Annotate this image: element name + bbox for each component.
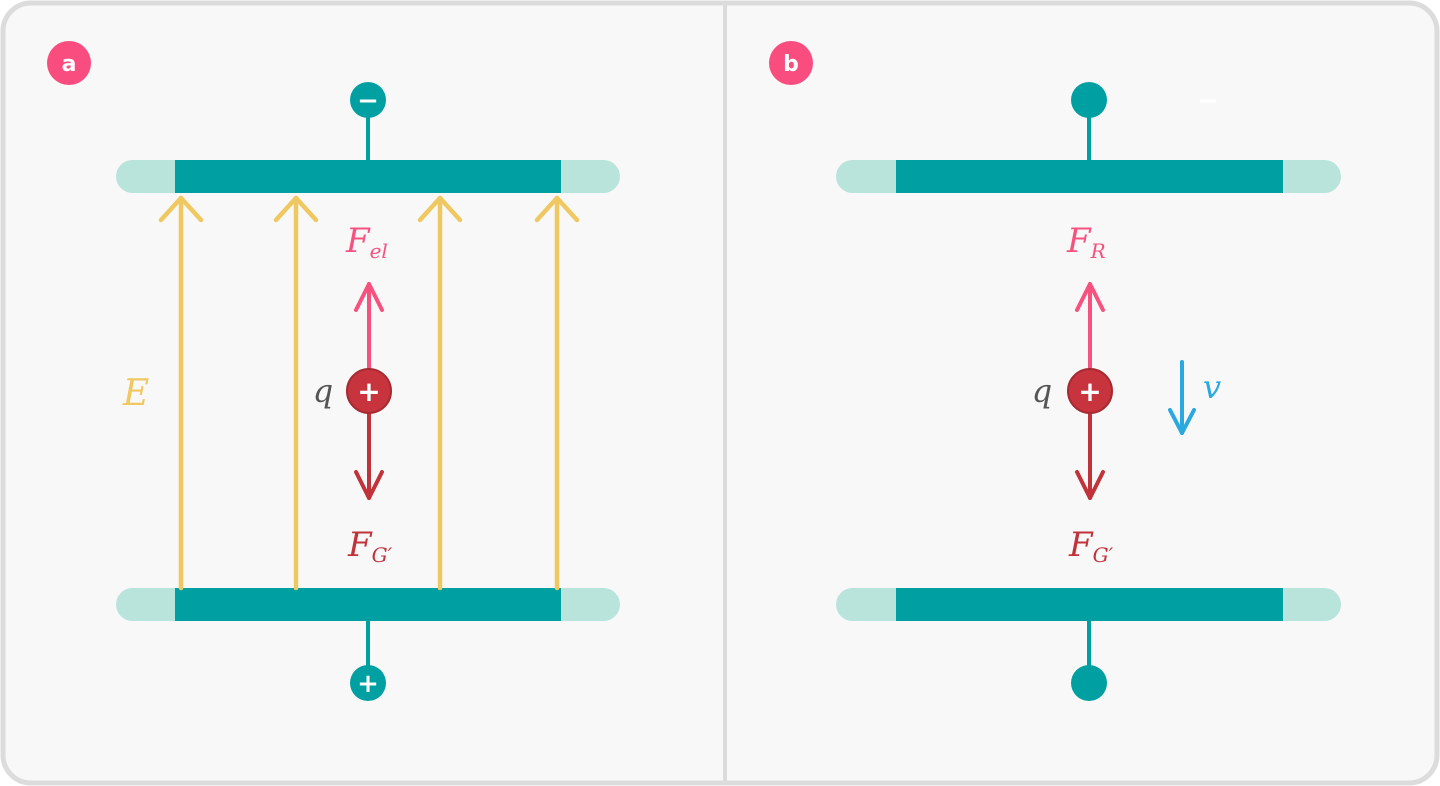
field-arrow [158, 195, 204, 591]
panel-a-top-plate [116, 160, 620, 193]
panel-b-gravity-force-subscript: G′ [1093, 543, 1114, 567]
panel-a-bottom-plate [116, 588, 620, 621]
panel-b-top-terminal-mark: − [1197, 86, 1219, 116]
field-arrow [534, 195, 580, 591]
panel-a-field-label: E [122, 373, 149, 414]
panel-a-charge: + [346, 368, 392, 414]
panel-b-bottom-terminal [1071, 621, 1107, 701]
panel-a-electric-force-label: Fel [345, 221, 388, 263]
panel-a-field-lines [158, 195, 580, 591]
panel-a-gravity-force-label: FG′ [347, 525, 393, 567]
panel-b-badge: b [769, 41, 813, 85]
panel-a-bottom-terminal: + [350, 621, 386, 701]
panel-a: a − + [47, 41, 620, 701]
panel-a-badge-label: a [62, 52, 77, 77]
panel-a-charge-sign: + [357, 375, 380, 408]
panel-a-gravity-force-subscript: G′ [372, 543, 393, 567]
panel-b-charge-sign: + [1078, 375, 1101, 408]
panel-a-top-terminal-sign: − [357, 86, 379, 116]
panel-b-charge: + [1067, 368, 1113, 414]
panel-b-gravity-force-arrow [1075, 410, 1105, 500]
panel-b-badge-label: b [783, 52, 799, 77]
panel-a-electric-force-symbol: F [345, 221, 371, 261]
panel-b: b − FR FG′ [769, 41, 1341, 701]
panel-a-gravity-force-arrow [354, 410, 384, 500]
panel-a-badge: a [47, 41, 91, 85]
panel-b-charge-label: q [1032, 372, 1052, 410]
panel-a-electric-force-arrow [354, 282, 384, 372]
field-arrow [417, 195, 463, 591]
panel-a-bottom-terminal-sign: + [357, 669, 379, 699]
panel-b-resultant-force-label: FR [1066, 221, 1106, 263]
panel-a-gravity-force-symbol: F [347, 525, 373, 565]
panel-b-gravity-force-label: FG′ [1068, 525, 1114, 567]
panel-b-gravity-force-symbol: F [1068, 525, 1094, 565]
panel-a-top-terminal: − [350, 82, 386, 160]
panel-b-velocity-label: v [1203, 368, 1221, 406]
panel-b-velocity-arrow [1168, 360, 1196, 435]
field-arrow [273, 195, 319, 591]
panel-a-electric-force-subscript: el [370, 239, 388, 263]
panel-b-top-terminal [1071, 82, 1107, 160]
panel-b-bottom-plate [836, 588, 1341, 621]
panel-b-top-plate [836, 160, 1341, 193]
panel-a-charge-label: q [313, 372, 333, 410]
panel-b-resultant-force-arrow [1075, 282, 1105, 372]
panel-b-resultant-force-subscript: R [1090, 239, 1106, 263]
panel-b-resultant-force-symbol: F [1066, 221, 1092, 261]
